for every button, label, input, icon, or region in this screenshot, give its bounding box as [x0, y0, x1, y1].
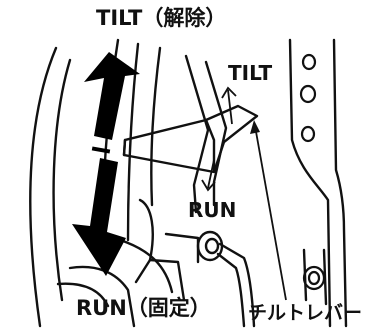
tilt-release-label: TILT（解除）: [96, 6, 227, 30]
column-line: [126, 42, 140, 242]
rail-hole: [307, 270, 321, 286]
bracket-lower: [164, 232, 200, 264]
lever-up-arrow: [221, 86, 237, 125]
tilt-lever-shape: [122, 104, 259, 174]
cover-outline: [29, 46, 58, 328]
run-locked-label: RUN（固定）: [76, 296, 211, 320]
bracket-lower: [148, 258, 186, 302]
bolt-shaft: [218, 242, 256, 328]
bolt-head-inner: [204, 237, 220, 255]
run-label: RUN: [188, 198, 237, 222]
base-curve: [56, 282, 110, 308]
rail-hole: [300, 125, 316, 143]
rail-plate: [288, 38, 332, 328]
cover-inner-outline: [52, 58, 72, 302]
column-bracket-line: [184, 54, 210, 214]
rail-hole: [301, 53, 317, 71]
tilt-label: TILT: [228, 61, 273, 85]
rail-hole: [302, 265, 326, 291]
rail-hole: [299, 84, 317, 104]
lever-down-arrow: [201, 159, 216, 192]
tilt-lever-edge: [122, 138, 127, 157]
bracket-lower: [134, 198, 154, 284]
tilt-run-motion-arrow: [72, 52, 140, 276]
bolt-shaft: [216, 252, 246, 328]
rail-plate: [332, 38, 348, 328]
lever-leader-line: [250, 120, 287, 301]
column-line: [150, 46, 162, 207]
tilt-lever-label: チルトレバー: [248, 302, 363, 324]
